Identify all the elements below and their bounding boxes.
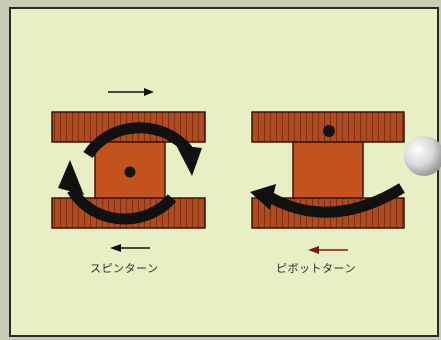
pivot-point-dot (323, 125, 335, 137)
spin-turn-label: スピンターン (90, 260, 158, 276)
spin-pivot-dot (125, 167, 136, 178)
pivot-center-block (293, 142, 363, 198)
pivot-turn-label: ピボットターン (276, 260, 356, 276)
